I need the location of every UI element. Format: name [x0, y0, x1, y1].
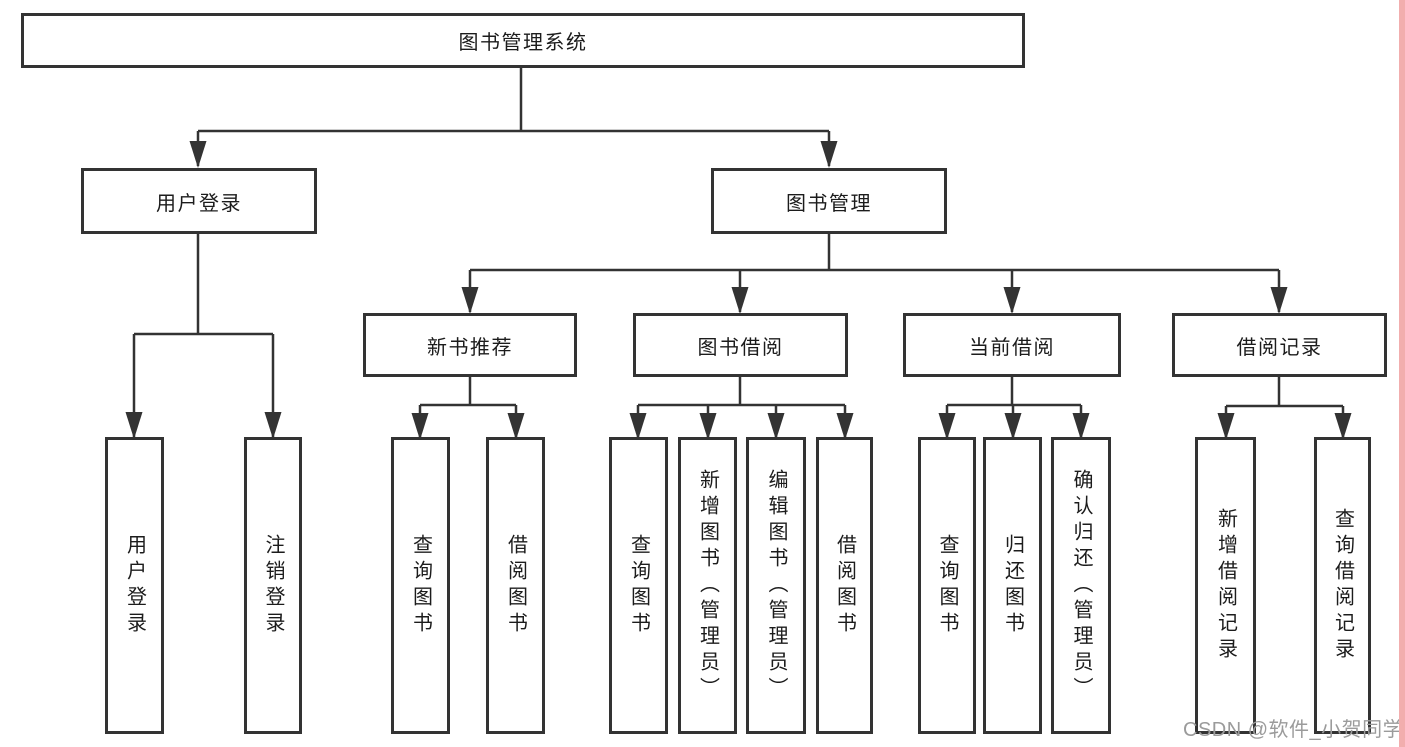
leaf-add-borrow-record-label: 新增借阅记录 — [1214, 507, 1237, 664]
node-root: 图书管理系统 — [21, 13, 1025, 68]
leaf-add-book-admin: 新增图书（管理员） — [678, 437, 737, 734]
leaf-query-books-current: 查询图书 — [918, 437, 976, 734]
leaf-query-borrow-record: 查询借阅记录 — [1314, 437, 1371, 734]
leaf-query-books-recommend-label: 查询图书 — [409, 533, 432, 638]
leaf-return-book: 归还图书 — [983, 437, 1042, 734]
leaf-borrow-books-recommend: 借阅图书 — [486, 437, 545, 734]
leaf-query-books-recommend: 查询图书 — [391, 437, 450, 734]
right-edge-strip — [1399, 0, 1405, 747]
leaf-query-books-borrow-label: 查询图书 — [627, 533, 650, 638]
leaf-edit-book-admin: 编辑图书（管理员） — [746, 437, 806, 734]
leaf-return-book-label: 归还图书 — [1001, 533, 1024, 638]
leaf-borrow-books-recommend-label: 借阅图书 — [504, 533, 527, 638]
leaf-add-book-admin-label: 新增图书（管理员） — [696, 468, 719, 703]
leaf-borrow-books-borrow-label: 借阅图书 — [833, 533, 856, 638]
leaf-query-books-borrow: 查询图书 — [609, 437, 668, 734]
node-current-borrow: 当前借阅 — [903, 313, 1121, 377]
watermark-text: CSDN @软件_小贺同学 — [1183, 719, 1404, 741]
leaf-add-borrow-record: 新增借阅记录 — [1195, 437, 1256, 734]
leaf-query-borrow-record-label: 查询借阅记录 — [1331, 507, 1354, 664]
node-book-borrow: 图书借阅 — [633, 313, 848, 377]
leaf-borrow-books-borrow: 借阅图书 — [816, 437, 873, 734]
leaf-user-login-label: 用户登录 — [123, 533, 146, 638]
node-borrow-records: 借阅记录 — [1172, 313, 1387, 377]
node-user-login: 用户登录 — [81, 168, 317, 234]
leaf-user-login: 用户登录 — [105, 437, 164, 734]
leaf-edit-book-admin-label: 编辑图书（管理员） — [765, 468, 787, 703]
node-new-book-recommend: 新书推荐 — [363, 313, 577, 377]
leaf-logout: 注销登录 — [244, 437, 302, 734]
leaf-logout-label: 注销登录 — [262, 533, 284, 638]
node-book-management: 图书管理 — [711, 168, 947, 234]
leaf-confirm-return-admin-label: 确认归还（管理员） — [1070, 468, 1092, 703]
leaf-confirm-return-admin: 确认归还（管理员） — [1051, 437, 1111, 734]
leaf-query-books-current-label: 查询图书 — [936, 533, 958, 638]
